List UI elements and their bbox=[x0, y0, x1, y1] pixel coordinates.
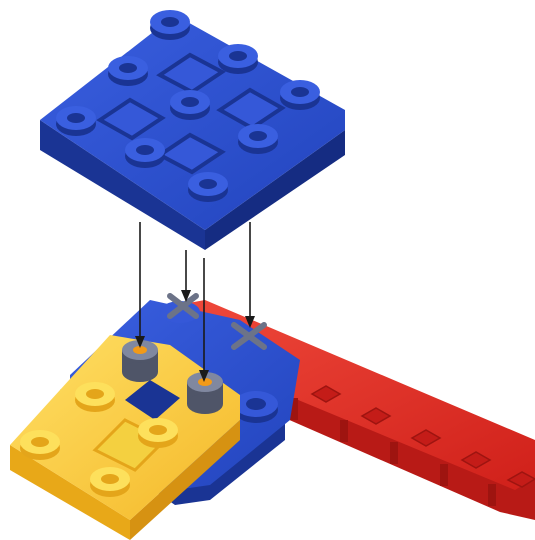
blue-top-windows bbox=[96, 52, 286, 175]
yellow-window-2 bbox=[125, 380, 180, 420]
assembly-arrows bbox=[135, 222, 255, 382]
red-rail-notches bbox=[290, 398, 496, 506]
peg-2 bbox=[187, 372, 223, 414]
x-marks bbox=[167, 293, 267, 350]
peg-1 bbox=[122, 340, 158, 382]
blue-top-side-left bbox=[40, 120, 205, 250]
blue-top-plate bbox=[40, 10, 345, 250]
yellow-side-right bbox=[130, 420, 240, 540]
arrow-4 bbox=[245, 222, 255, 328]
blue-top-side-right bbox=[205, 130, 345, 250]
arrow-2 bbox=[181, 250, 191, 302]
gray-pegs bbox=[122, 340, 223, 414]
x-mark-1 bbox=[167, 293, 199, 319]
blue-top-studs bbox=[56, 10, 320, 202]
x-mark-2 bbox=[231, 322, 267, 350]
yellow-side-left bbox=[10, 445, 130, 540]
arrow-1 bbox=[135, 222, 145, 348]
yellow-studs bbox=[20, 382, 178, 497]
arrow-3 bbox=[199, 258, 209, 382]
yellow-base-plate bbox=[10, 335, 240, 540]
